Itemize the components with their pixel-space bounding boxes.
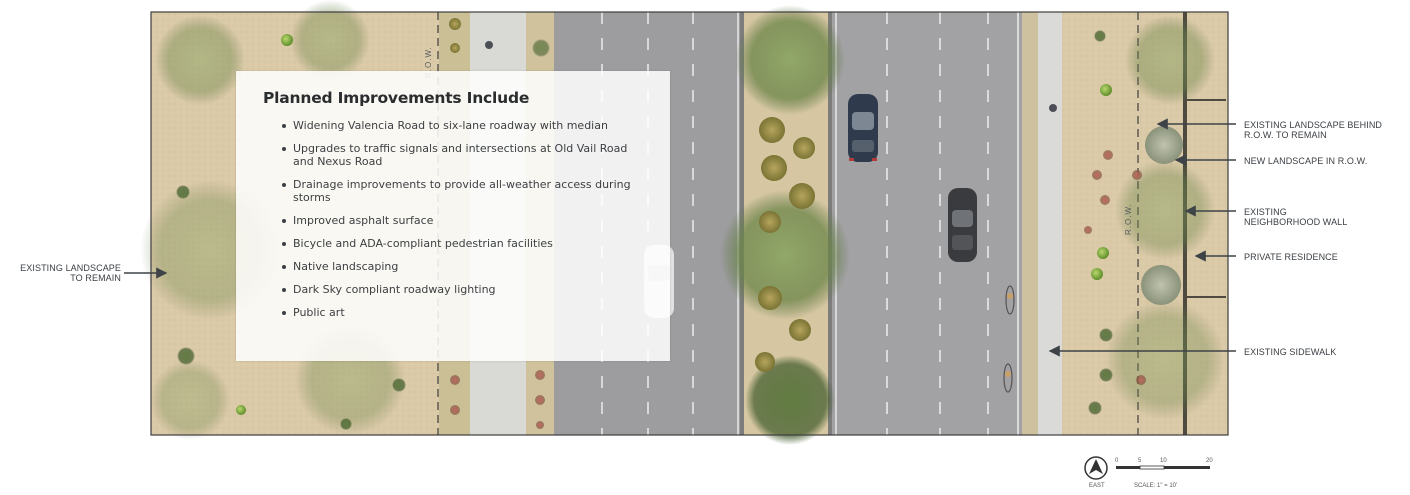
- callout-line: EXISTING: [1244, 207, 1287, 217]
- pedestrian-left: [485, 41, 493, 49]
- car-dark: [948, 188, 977, 262]
- callout-neighborhood-wall: EXISTING NEIGHBORHOOD WALL: [1244, 207, 1347, 227]
- scale-tick: 5: [1138, 458, 1142, 464]
- callout-line: R.O.W. TO REMAIN: [1244, 130, 1327, 140]
- list-item: Widening Valencia Road to six-lane roadw…: [282, 119, 650, 132]
- right-curb-strip: [1022, 12, 1038, 435]
- right-landscape-vegetation: [1084, 15, 1225, 420]
- improvements-list: Widening Valencia Road to six-lane roadw…: [263, 119, 650, 319]
- scale-bar: [1116, 465, 1210, 470]
- north-arrow: [1084, 456, 1108, 480]
- callout-line: TO REMAIN: [70, 273, 121, 283]
- callout-line: NEIGHBORHOOD WALL: [1244, 217, 1348, 227]
- callout-line: EXISTING LANDSCAPE: [20, 263, 121, 273]
- plan-frame: [150, 11, 1229, 436]
- callout-line: PRIVATE RESIDENCE: [1244, 252, 1338, 262]
- list-item: Native landscaping: [282, 260, 650, 273]
- list-item: Upgrades to traffic signals and intersec…: [282, 142, 650, 168]
- list-item: Dark Sky compliant roadway lighting: [282, 283, 650, 296]
- right-sidewalk: [1038, 12, 1062, 435]
- pedestrian: [1049, 104, 1057, 112]
- callout-new-landscape: NEW LANDSCAPE IN R.O.W.: [1244, 156, 1367, 166]
- scale-tick: 10: [1160, 458, 1167, 464]
- callout-line: EXISTING SIDEWALK: [1244, 347, 1337, 357]
- car-blue: [848, 94, 878, 162]
- callout-line: EXISTING LANDSCAPE BEHIND: [1244, 120, 1383, 130]
- east-lane-markings: [886, 12, 989, 435]
- north-arrow-label: EAST: [1089, 483, 1105, 489]
- panel-title: Planned Improvements Include: [263, 89, 530, 107]
- left-strip-shrubs: [449, 18, 550, 429]
- row-label-right: R.O.W.: [1124, 203, 1133, 235]
- scale-caption: SCALE: 1" = 10': [1134, 483, 1178, 489]
- callout-private-residence: PRIVATE RESIDENCE: [1244, 252, 1338, 262]
- scale-tick: 0: [1115, 458, 1119, 464]
- list-item: Public art: [282, 306, 650, 319]
- list-item: Drainage improvements to provide all-wea…: [282, 178, 650, 204]
- cyclists: [1003, 285, 1015, 393]
- callout-landscape-behind-row: EXISTING LANDSCAPE BEHIND R.O.W. TO REMA…: [1244, 120, 1382, 140]
- east-roadway: [832, 12, 1022, 435]
- list-item: Bicycle and ADA-compliant pedestrian fac…: [282, 237, 650, 250]
- median-vegetation: [720, 5, 850, 445]
- list-item: Improved asphalt surface: [282, 214, 650, 227]
- improvements-panel: Planned Improvements Include Widening Va…: [236, 71, 670, 361]
- callout-existing-sidewalk: EXISTING SIDEWALK: [1244, 347, 1336, 357]
- callout-line: NEW LANDSCAPE IN R.O.W.: [1244, 156, 1368, 166]
- scale-tick: 20: [1206, 458, 1213, 464]
- callout-existing-landscape: EXISTING LANDSCAPE TO REMAIN: [20, 263, 121, 283]
